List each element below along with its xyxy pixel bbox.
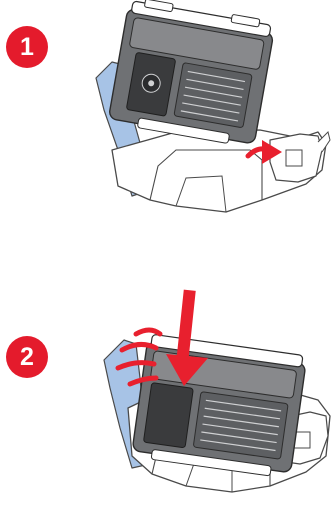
staple-cartridge [131,334,307,479]
cartridge-removal-illustration [0,0,331,240]
step-number-badge: 2 [6,336,48,378]
step-1-panel: 1 [0,0,331,240]
step-2-panel: 2 [0,268,331,508]
holder-latch [270,132,330,182]
step-number-badge: 1 [6,26,48,68]
cartridge-insertion-illustration [0,268,331,508]
